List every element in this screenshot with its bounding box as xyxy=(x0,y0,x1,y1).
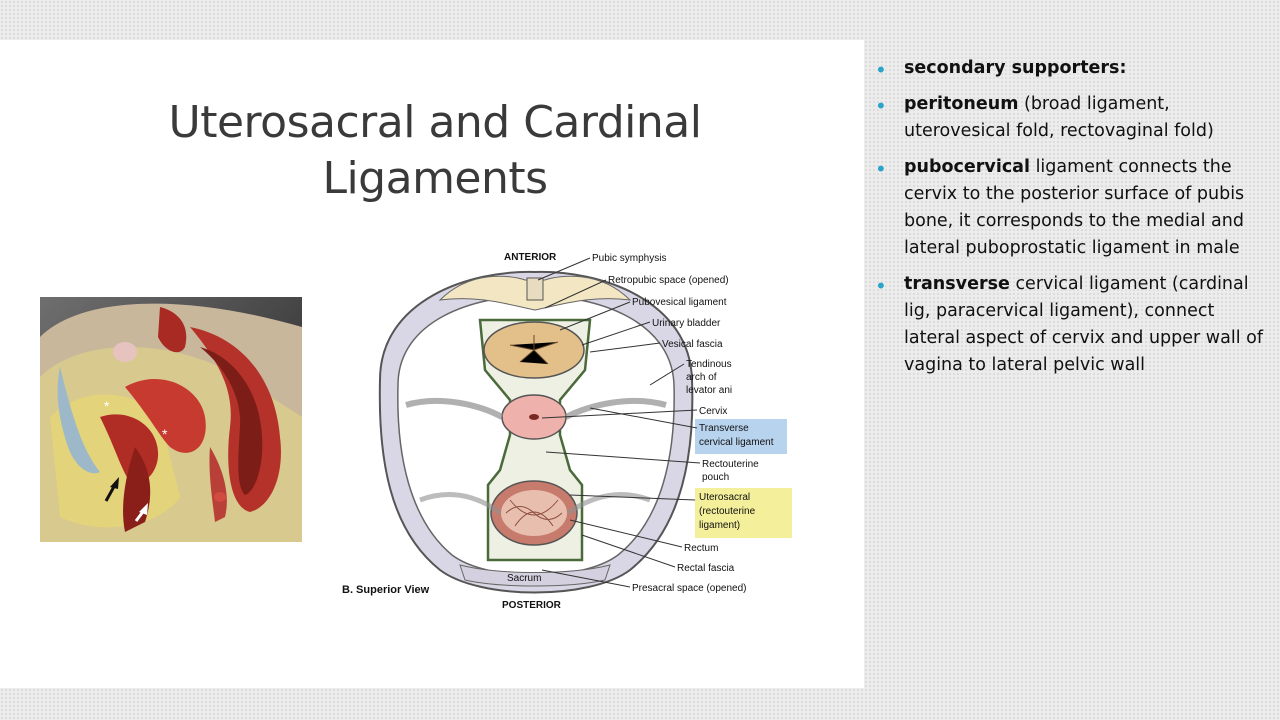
bullet-dot-icon: • xyxy=(875,157,887,181)
label-rectum: Rectum xyxy=(684,543,718,554)
sagittal-pelvis-image: * * xyxy=(40,297,302,542)
bullet-bold-text: transverse xyxy=(904,274,1010,294)
label-rectal-fascia: Rectal fascia xyxy=(677,563,735,574)
bullet-item: • transverse cervical ligament (cardinal… xyxy=(875,271,1265,379)
bullet-dot-icon: • xyxy=(875,94,887,118)
sagittal-marker-1: * xyxy=(104,398,110,414)
bullet-bold-text: secondary supporters: xyxy=(904,58,1127,78)
label-rectouterine-2: pouch xyxy=(702,472,729,483)
superior-view-diagram: ANTERIOR Pubic symphysis Retropubic spac… xyxy=(320,230,800,632)
uterosacral-highlight xyxy=(695,488,792,538)
bullet-list: • secondary supporters: • peritoneum (br… xyxy=(875,55,1265,388)
label-tendinous-1: Tendinous xyxy=(686,359,732,370)
posterior-label: POSTERIOR xyxy=(502,600,562,611)
bullet-bold-text: peritoneum xyxy=(904,94,1019,114)
label-tendinous-3: levator ani xyxy=(686,385,732,396)
label-pubic-symphysis: Pubic symphysis xyxy=(592,253,666,264)
label-uterosacral-2: (rectouterine xyxy=(699,506,756,517)
label-urinary-bladder: Urinary bladder xyxy=(652,318,721,329)
bullet-item: • secondary supporters: xyxy=(875,55,1265,82)
bullet-item: • peritoneum (broad ligament, uterovesic… xyxy=(875,91,1265,145)
bullet-text: (broad ligament, uterovesical fold, rect… xyxy=(904,94,1214,141)
label-transverse-1: Transverse xyxy=(699,423,749,434)
bullet-dot-icon: • xyxy=(875,58,887,82)
label-uterosacral-1: Uterosacral xyxy=(699,492,750,503)
label-cervix: Cervix xyxy=(699,406,727,417)
bullet-text: cervical ligament (cardinal lig, paracer… xyxy=(904,274,1263,375)
label-presacral: Presacral space (opened) xyxy=(632,583,747,594)
bullet-text: ligament connects the cervix to the post… xyxy=(904,157,1245,258)
label-rectouterine-1: Rectouterine xyxy=(702,459,759,470)
slide-title: Uterosacral and Cardinal Ligaments xyxy=(168,97,702,204)
anterior-label: ANTERIOR xyxy=(504,252,557,263)
sagittal-marker-2: * xyxy=(162,426,168,442)
label-pubovesical: Pubovesical ligament xyxy=(632,297,727,308)
label-tendinous-2: arch of xyxy=(686,372,717,383)
label-uterosacral-3: ligament) xyxy=(699,520,740,531)
bullet-bold-text: pubocervical xyxy=(904,157,1030,177)
label-transverse-2: cervical ligament xyxy=(699,437,774,448)
view-label: B. Superior View xyxy=(342,584,430,596)
label-retropubic-space: Retropubic space (opened) xyxy=(608,275,729,286)
bullet-dot-icon: • xyxy=(875,274,887,298)
label-vesical-fascia: Vesical fascia xyxy=(662,339,723,350)
transverse-highlight xyxy=(695,419,787,454)
bullet-item: • pubocervical ligament connects the cer… xyxy=(875,154,1265,262)
label-sacrum: Sacrum xyxy=(507,573,541,584)
